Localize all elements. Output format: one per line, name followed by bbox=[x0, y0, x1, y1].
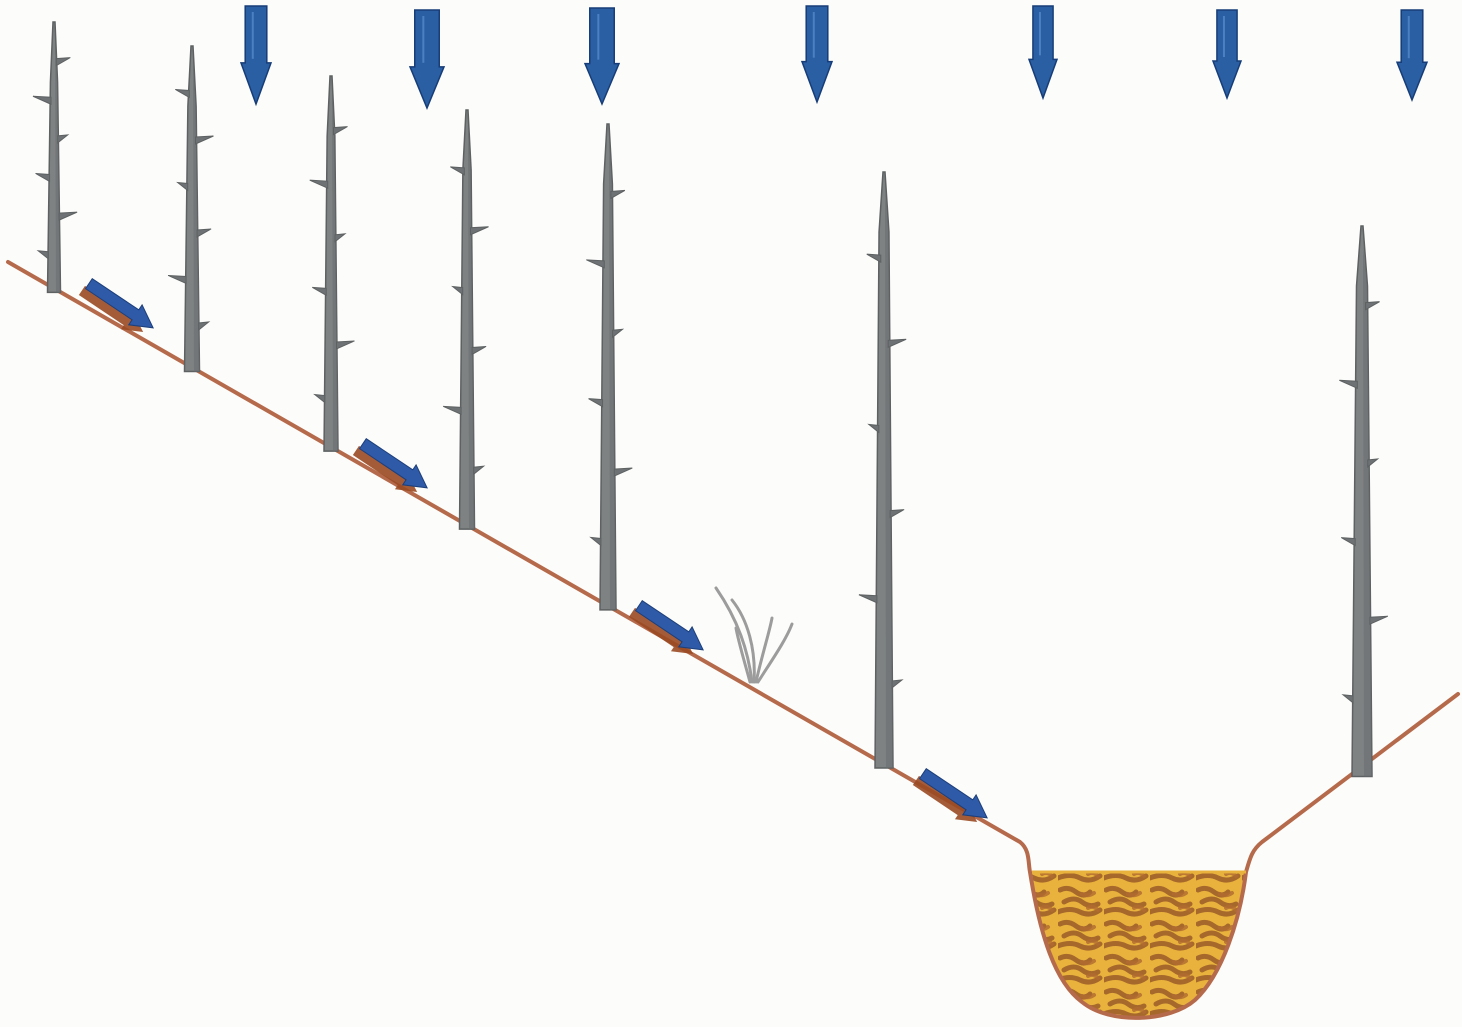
dead-tree-icon bbox=[859, 172, 906, 768]
ground-layer bbox=[8, 262, 1458, 1018]
dead-tree-icon bbox=[33, 22, 77, 292]
down-arrow-icon bbox=[410, 10, 444, 108]
down-arrow-icon bbox=[1213, 10, 1241, 98]
dead-tree-icon bbox=[1339, 226, 1388, 776]
down-arrow-icon bbox=[585, 8, 619, 104]
rain-arrows-layer bbox=[241, 6, 1427, 108]
ground-line bbox=[8, 262, 1458, 1018]
diagonal-arrow-icon bbox=[910, 763, 994, 834]
diagonal-arrow-icon bbox=[350, 433, 434, 504]
dead-tree-icon bbox=[443, 110, 488, 529]
dead-tree-icon bbox=[586, 124, 632, 610]
down-arrow-icon bbox=[241, 6, 271, 104]
down-arrow-icon bbox=[1029, 6, 1057, 98]
dead-tree-icon bbox=[310, 76, 355, 451]
shrub-layer bbox=[716, 588, 792, 682]
shrub-icon bbox=[716, 588, 792, 682]
sediment-channel-icon bbox=[1032, 872, 1246, 1018]
down-arrow-icon bbox=[802, 6, 832, 102]
dead-tree-icon bbox=[168, 46, 213, 371]
down-arrow-icon bbox=[1397, 10, 1427, 100]
